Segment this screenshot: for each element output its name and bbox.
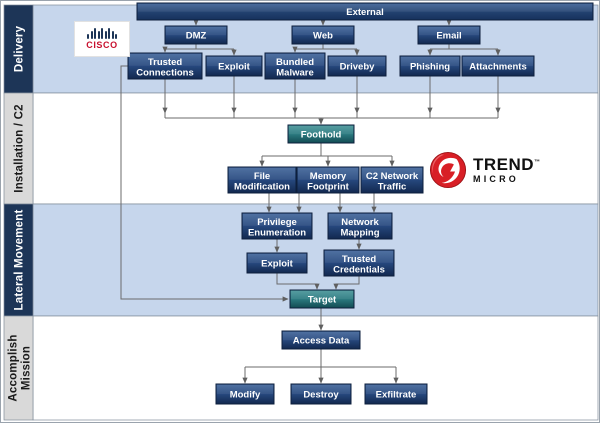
trend-word: TREND™ (473, 156, 541, 173)
node-external[interactable]: External (136, 2, 594, 21)
band-label-installation: Installation / C2 (14, 104, 26, 192)
node-destroy[interactable]: Destroy (290, 383, 352, 405)
node-modify[interactable]: Modify (215, 383, 275, 405)
node-label-exploit-top: Exploit (218, 61, 251, 72)
cisco-bar (94, 27, 96, 39)
cisco-bar (97, 30, 100, 39)
node-exploit-lateral[interactable]: Exploit (246, 252, 308, 274)
cisco-wordmark: CISCO (86, 39, 118, 50)
node-label-email: Email (436, 30, 461, 41)
band-tab-installation (3, 92, 34, 205)
edge-trusted-credentials-to-target (333, 276, 360, 290)
node-driveby[interactable]: Driveby (327, 55, 387, 77)
node-label-exploit-lateral: Exploit (261, 258, 294, 269)
node-exploit-top[interactable]: Exploit (205, 55, 263, 77)
trend-micro-orb-icon (429, 151, 467, 189)
cisco-bar (111, 30, 114, 39)
node-email[interactable]: Email (417, 25, 481, 45)
micro-word: MICRO (473, 174, 519, 184)
cisco-bars-icon (87, 27, 117, 39)
node-dmz[interactable]: DMZ (164, 25, 228, 45)
band-tab-lateral (3, 203, 34, 317)
node-label-attachments: Attachments (469, 61, 527, 72)
node-label-web: Web (313, 30, 333, 41)
node-attachments[interactable]: Attachments (461, 55, 535, 77)
band-tab-delivery (3, 4, 34, 94)
node-label-external: External (346, 7, 384, 18)
band-label-mission: AccomplishMission (8, 334, 33, 401)
band-tab-mission (3, 315, 34, 421)
node-label-access-data: Access Data (293, 335, 350, 346)
node-foothold[interactable]: Foothold (287, 124, 355, 144)
node-label-phishing: Phishing (410, 61, 450, 72)
trend-micro-wordmark: TREND™ MICRO (473, 156, 541, 184)
cisco-bar (90, 30, 93, 39)
cisco-bar (104, 30, 107, 39)
node-label-exfiltrate: Exfiltrate (376, 389, 417, 400)
edge-exploit-lateral-to-target (276, 273, 320, 290)
node-label-modify: Modify (230, 389, 261, 400)
band-label-delivery: Delivery (14, 25, 26, 72)
node-phishing[interactable]: Phishing (399, 55, 461, 77)
node-exfiltrate[interactable]: Exfiltrate (364, 383, 428, 405)
node-label-target: Target (308, 294, 337, 305)
trademark-symbol: ™ (534, 159, 541, 166)
cisco-bar (115, 33, 117, 39)
connector-layer (120, 19, 501, 384)
band-label-lateral: Lateral Movement (14, 210, 26, 311)
edge-trusted-connections-to-target-bypass (120, 65, 289, 302)
node-web[interactable]: Web (291, 25, 355, 45)
trend-word-text: TREND (473, 155, 535, 174)
trend-micro-logo: TREND™ MICRO (429, 149, 551, 191)
node-label-foothold: Foothold (301, 129, 342, 140)
node-target[interactable]: Target (289, 289, 355, 309)
node-label-driveby: Driveby (340, 61, 376, 72)
node-label-dmz: DMZ (186, 30, 207, 41)
cisco-logo: CISCO (74, 21, 130, 57)
node-access-data[interactable]: Access Data (281, 330, 361, 350)
cisco-bar (87, 33, 89, 39)
cisco-bar (108, 27, 110, 39)
cisco-bar (101, 27, 103, 39)
node-label-destroy: Destroy (303, 389, 339, 400)
